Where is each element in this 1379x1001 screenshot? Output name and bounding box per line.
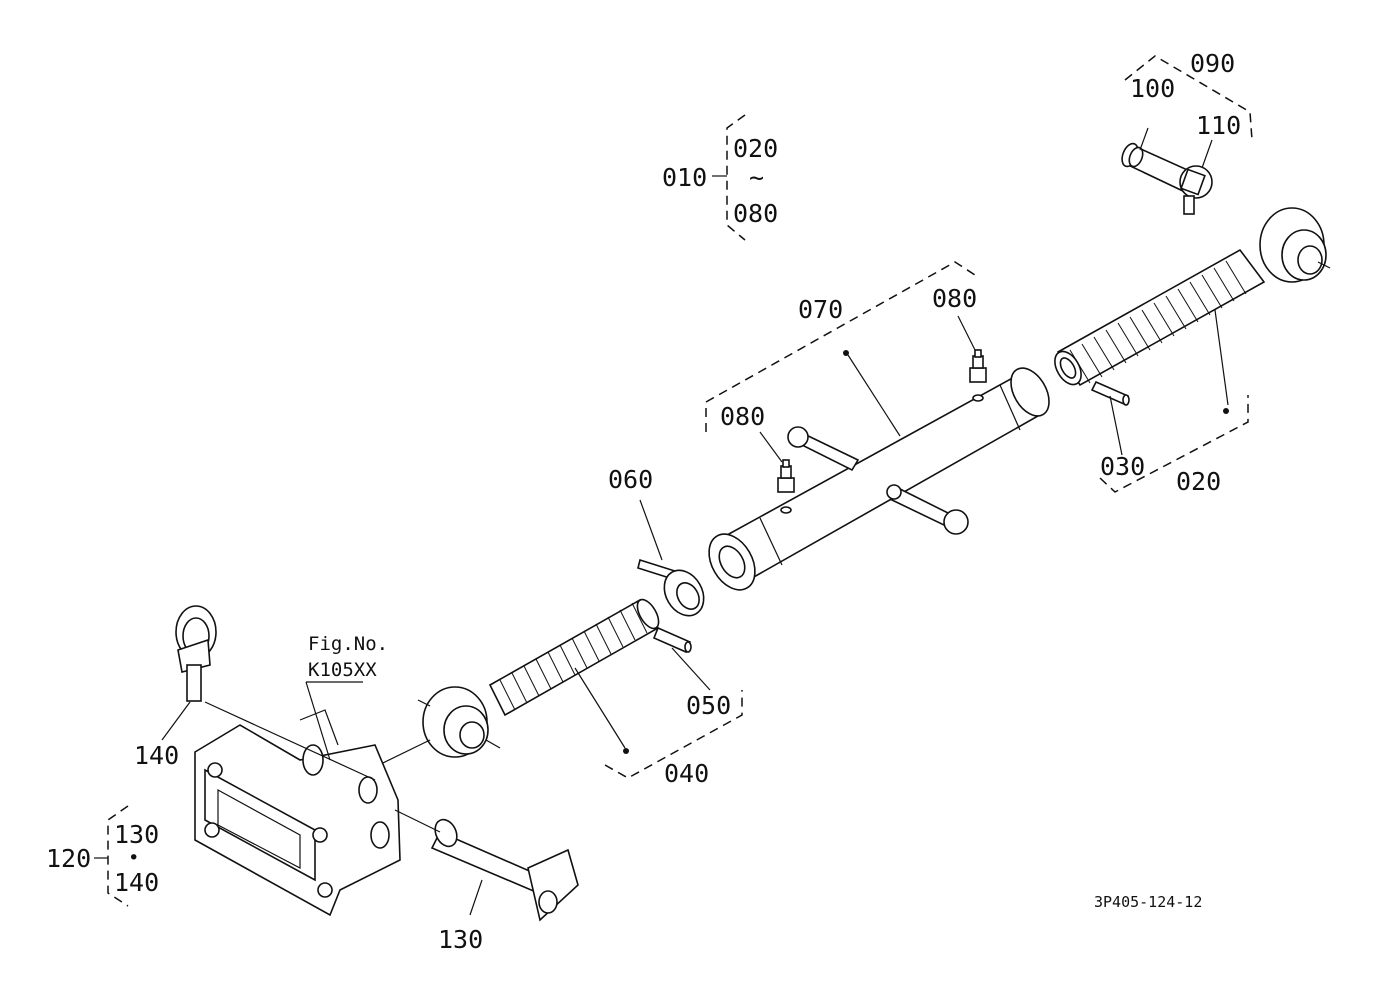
- sleeve-070: [708, 350, 1050, 591]
- group-bracket-070: [705, 261, 976, 432]
- label-080-left: 080: [720, 402, 765, 431]
- grease-nipple-080-right: [957, 315, 987, 402]
- label-140: 140: [134, 741, 179, 770]
- group-bracket-120: [94, 805, 129, 907]
- rod-end-040: [417, 598, 660, 758]
- clip-110: [1179, 139, 1213, 215]
- lynch-pin-140: [161, 605, 376, 781]
- label-080-range-end: 080: [733, 199, 778, 228]
- label-120: 120: [46, 844, 91, 873]
- label-010: 010: [662, 163, 707, 192]
- group-bracket-090: [1124, 55, 1253, 141]
- label-090: 090: [1190, 49, 1235, 78]
- pin-050: [652, 626, 711, 691]
- drawing-code: 3P405-124-12: [1094, 893, 1202, 911]
- thread-lines-040: [499, 602, 648, 711]
- label-range-tilde: ~: [749, 163, 764, 192]
- label-group-dot: •: [128, 847, 139, 869]
- pin-130: [394, 809, 579, 922]
- group-bracket-040: [604, 690, 743, 779]
- grease-nipple-080-left: [759, 431, 795, 514]
- label-fig-ref: K105XX: [308, 659, 377, 681]
- label-030: 030: [1100, 452, 1145, 481]
- label-070: 070: [798, 295, 843, 324]
- label-100: 100: [1130, 74, 1175, 103]
- mounting-bracket: [194, 681, 401, 917]
- label-060: 060: [608, 465, 653, 494]
- label-020: 020: [1176, 467, 1221, 496]
- label-140-group: 140: [114, 868, 159, 897]
- label-130-group: 130: [114, 820, 159, 849]
- label-020-range-start: 020: [733, 134, 778, 163]
- label-050: 050: [686, 691, 731, 720]
- label-040: 040: [664, 759, 709, 788]
- locknut-060: [637, 499, 705, 617]
- rod-end-020: [1054, 207, 1331, 493]
- pin-030: [1090, 380, 1130, 456]
- label-fig-no: Fig.No.: [308, 633, 388, 655]
- label-130: 130: [438, 925, 483, 954]
- group-bracket-010: [712, 114, 746, 241]
- label-080-right: 080: [932, 284, 977, 313]
- label-110: 110: [1196, 111, 1241, 140]
